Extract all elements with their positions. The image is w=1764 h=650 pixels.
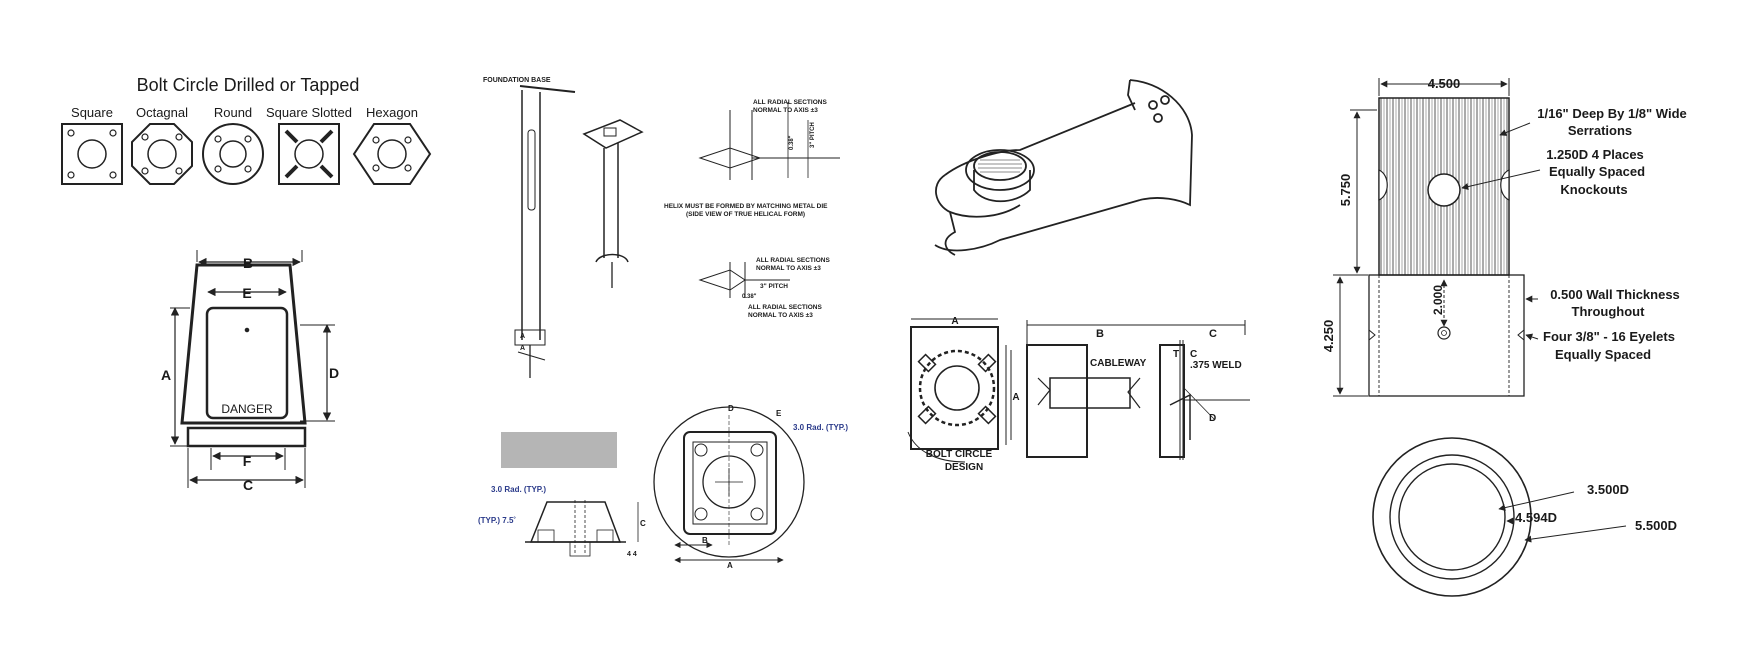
plan-e-label: E bbox=[776, 409, 782, 418]
plan-b-label: B bbox=[702, 536, 708, 545]
knockout-left-icon bbox=[1378, 169, 1388, 201]
octagon-plate-icon bbox=[131, 123, 193, 185]
anchor-shaft-drawing bbox=[514, 85, 644, 378]
round-base-plan-view bbox=[653, 406, 805, 564]
diameter-4594-label: 4.594D bbox=[1515, 510, 1557, 525]
ring-plan-view bbox=[1372, 437, 1627, 597]
radial-note-2a: ALL RADIAL SECTIONS bbox=[756, 257, 830, 264]
pitch-note-1: 3" PITCH bbox=[810, 122, 816, 148]
helix-detail-2 bbox=[698, 262, 790, 298]
dim-c-label: C bbox=[243, 477, 253, 493]
serrations-note-1: 1/16" Deep By 1/8" Wide bbox=[1537, 106, 1687, 121]
plan-d-label: D bbox=[728, 404, 734, 413]
threaded-collar-icon bbox=[978, 159, 1022, 173]
upper-height-dim-label: 5.750 bbox=[1338, 174, 1353, 207]
side-c-label: C bbox=[640, 519, 646, 528]
label-square: Square bbox=[71, 105, 113, 120]
radial-note-1b: NORMAL TO AXIS ±3 bbox=[753, 107, 818, 114]
arm-c-label: C bbox=[1209, 328, 1217, 340]
danger-sign-text: DANGER bbox=[221, 402, 273, 416]
tenon-dimension-lines bbox=[1333, 78, 1541, 397]
small-dim-1: 0.38" bbox=[789, 135, 795, 150]
plan-a-label: A bbox=[727, 561, 733, 570]
concrete-base-side-view bbox=[525, 500, 639, 557]
arm-d-label: D bbox=[1209, 413, 1216, 424]
foundation-base-label: FOUNDATION BASE bbox=[483, 77, 551, 84]
radius-note-side: 3.0 Rad. (TYP.) bbox=[491, 485, 546, 494]
radial-note-3b: NORMAL TO AXIS ±3 bbox=[748, 312, 813, 319]
isometric-arm-drawing bbox=[934, 79, 1193, 256]
bolt-circle-design-line-2: DESIGN bbox=[945, 462, 983, 473]
radial-note-3a: ALL RADIAL SECTIONS bbox=[748, 304, 822, 311]
weld-label: .375 WELD bbox=[1190, 360, 1242, 371]
anchor-a-label-2: A bbox=[520, 345, 525, 352]
eyelets-note-1: Four 3/8" - 16 Eyelets bbox=[1543, 329, 1675, 344]
serrated-tenon-panel: 4.500 5.750 4.250 2.000 1/16" Deep By 1/… bbox=[1321, 76, 1687, 597]
inner-dim-label: 2.000 bbox=[1431, 285, 1445, 315]
square-plate-icon bbox=[61, 123, 123, 185]
serrations-note-2: Serrations bbox=[1568, 123, 1632, 138]
round-plate-icon bbox=[202, 123, 264, 185]
label-square-slotted: Square Slotted bbox=[266, 105, 352, 120]
diameter-3500-label: 3.500D bbox=[1587, 482, 1629, 497]
radial-note-1a: ALL RADIAL SECTIONS bbox=[753, 99, 827, 106]
dim-e-label: E bbox=[242, 285, 251, 301]
knockouts-note-3: Knockouts bbox=[1560, 182, 1627, 197]
bolt-circle-design-line-1: BOLT CIRCLE bbox=[926, 449, 993, 460]
helix-note-line-2: (SIDE VIEW OF TRUE HELICAL FORM) bbox=[686, 211, 805, 218]
helical-anchor-panel: FOUNDATION BASE A A AL bbox=[478, 77, 848, 570]
helix-note-line-1: HELIX MUST BE FORMED BY MATCHING METAL D… bbox=[664, 203, 828, 210]
small-dim-2: 0.38" bbox=[742, 294, 757, 300]
wall-note-2: Throughout bbox=[1572, 304, 1646, 319]
typ-angle-note: (TYP.) 7.5˚ bbox=[478, 516, 516, 525]
arm-a-top-label: A bbox=[951, 316, 958, 327]
anchor-a-label: A bbox=[520, 333, 525, 340]
eyelets-note-2: Equally Spaced bbox=[1555, 347, 1651, 362]
arm-c-small-label: C bbox=[1190, 349, 1197, 360]
grey-placeholder-bar bbox=[501, 432, 617, 468]
square-slotted-plate-icon bbox=[278, 123, 340, 185]
knockouts-note-2: Equally Spaced bbox=[1549, 164, 1645, 179]
label-octagnal: Octagnal bbox=[136, 105, 188, 120]
knockouts-note-1: 1.250D 4 Places bbox=[1546, 147, 1644, 162]
label-round: Round bbox=[214, 105, 252, 120]
dim-a-label: A bbox=[161, 367, 171, 383]
arm-t-label: T bbox=[1173, 349, 1179, 360]
dim-b-label: B bbox=[243, 255, 253, 271]
lower-height-dim-label: 4.250 bbox=[1321, 320, 1336, 353]
cableway-label: CABLEWAY bbox=[1090, 358, 1147, 369]
helix-detail-1 bbox=[698, 102, 840, 180]
radial-note-2b: NORMAL TO AXIS ±3 bbox=[756, 265, 821, 272]
dim-d-label: D bbox=[329, 365, 339, 381]
pole-arm-panel: A A B C C T D CABLEWAY .375 WELD BOLT CI… bbox=[907, 79, 1250, 473]
bolt-circle-panel: Bolt Circle Drilled or Tapped Square Oct… bbox=[61, 75, 432, 493]
side-small-marks: 4 4 bbox=[627, 551, 637, 558]
hexagon-plate-icon bbox=[352, 123, 432, 185]
arm-b-label: B bbox=[1096, 328, 1104, 340]
arm-mount-drawing bbox=[907, 318, 1250, 463]
diameter-5500-label: 5.500D bbox=[1635, 518, 1677, 533]
label-hexagon: Hexagon bbox=[366, 105, 418, 120]
bolt-circle-title: Bolt Circle Drilled or Tapped bbox=[137, 75, 360, 95]
pedestal-base-drawing bbox=[170, 250, 335, 488]
width-dim-label: 4.500 bbox=[1428, 76, 1461, 91]
pitch-note-2: 3" PITCH bbox=[760, 283, 788, 290]
knockout-center-icon bbox=[1427, 173, 1461, 207]
radius-note-plan: 3.0 Rad. (TYP.) bbox=[793, 423, 848, 432]
lower-wall-section bbox=[1368, 274, 1525, 397]
dim-f-label: F bbox=[243, 453, 252, 469]
arm-a-side-label: A bbox=[1012, 392, 1019, 403]
wall-note-1: 0.500 Wall Thickness bbox=[1550, 287, 1680, 302]
